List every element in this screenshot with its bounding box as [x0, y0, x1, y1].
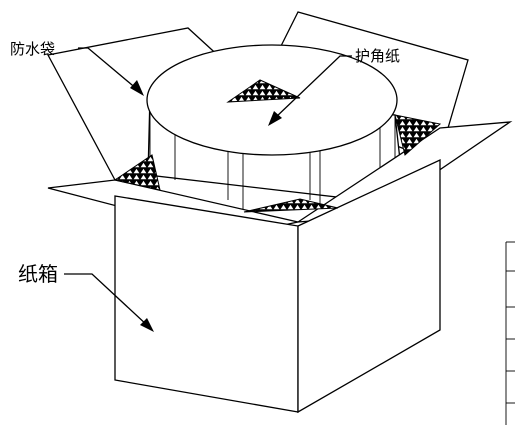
bag-label: 防水袋	[10, 40, 55, 58]
carton-label: 纸箱	[18, 262, 58, 286]
carton-front-face	[114, 195, 299, 413]
corner-paper-right	[394, 114, 442, 156]
bag-leader-line	[78, 47, 139, 91]
carton-leader-line	[64, 273, 149, 327]
carton-right-face	[297, 158, 441, 414]
corner-paper-leader-line	[274, 55, 352, 119]
corner-paper-bottom	[243, 198, 339, 213]
corner-paper-left	[113, 154, 161, 191]
bag-leader-arrow	[130, 80, 144, 96]
corner-paper-label: 护角纸	[355, 47, 400, 65]
table-fragment	[505, 241, 515, 425]
corner-paper-leader-arrow	[268, 111, 282, 126]
carton-leader-arrow	[140, 318, 154, 332]
corner-paper-top	[226, 79, 301, 103]
